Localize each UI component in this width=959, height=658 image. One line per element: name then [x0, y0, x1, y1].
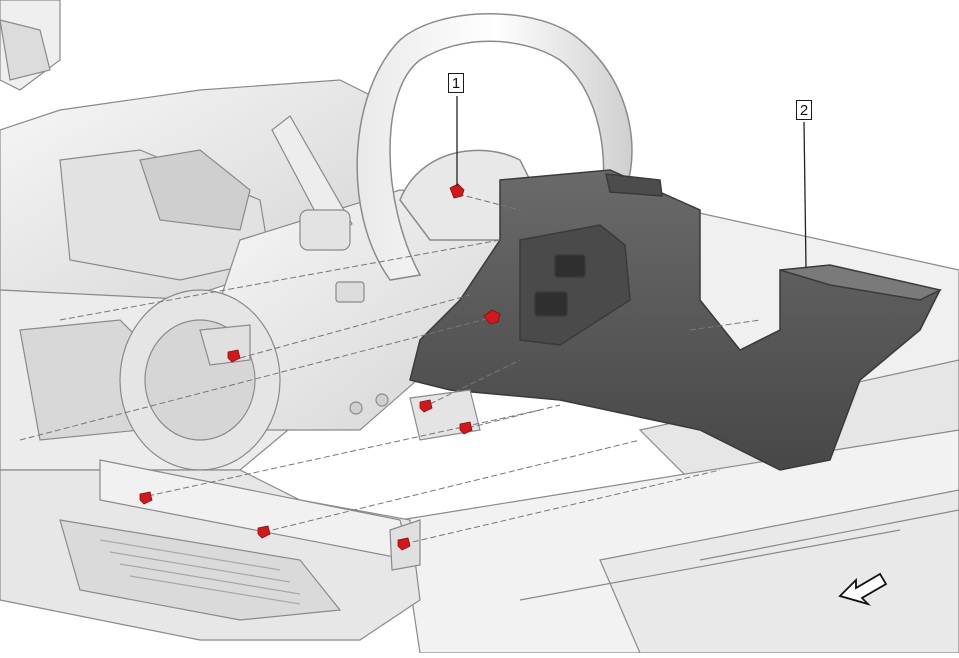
knee-bolster-trim-panel: [409, 169, 943, 471]
switch-lower: [534, 291, 568, 317]
explode-line-7: [263, 439, 641, 533]
explode-line-5: [429, 359, 521, 405]
explode-line-2: [59, 239, 501, 321]
callout-1: 1: [448, 73, 464, 93]
explode-line-10: [689, 319, 761, 331]
explode-lines: [19, 193, 761, 545]
retainer-clip-4: [139, 491, 153, 505]
callout-leaders: [456, 96, 807, 269]
retainer-clip-3: [459, 421, 473, 435]
leader-2: [803, 121, 807, 269]
screw-2: [483, 309, 501, 325]
forward-arrow-icon: [838, 572, 888, 606]
retainer-clip-2: [419, 399, 433, 413]
explode-line-9: [467, 404, 561, 429]
explode-line-8: [403, 469, 721, 545]
fasteners: [139, 183, 501, 551]
switch-upper: [554, 254, 586, 278]
ignition-slot: [335, 281, 365, 303]
retainer-clip-5: [257, 525, 271, 539]
explode-line-3: [239, 294, 471, 359]
retainer-clip-1: [227, 349, 241, 363]
multifunction-stalk: [271, 115, 353, 251]
retainer-clip-6: [397, 537, 411, 551]
callout-2: 2: [796, 100, 812, 120]
explode-line-6: [147, 409, 541, 497]
explode-line-1: [457, 193, 521, 211]
lower-bracket-assembly: [0, 324, 481, 641]
